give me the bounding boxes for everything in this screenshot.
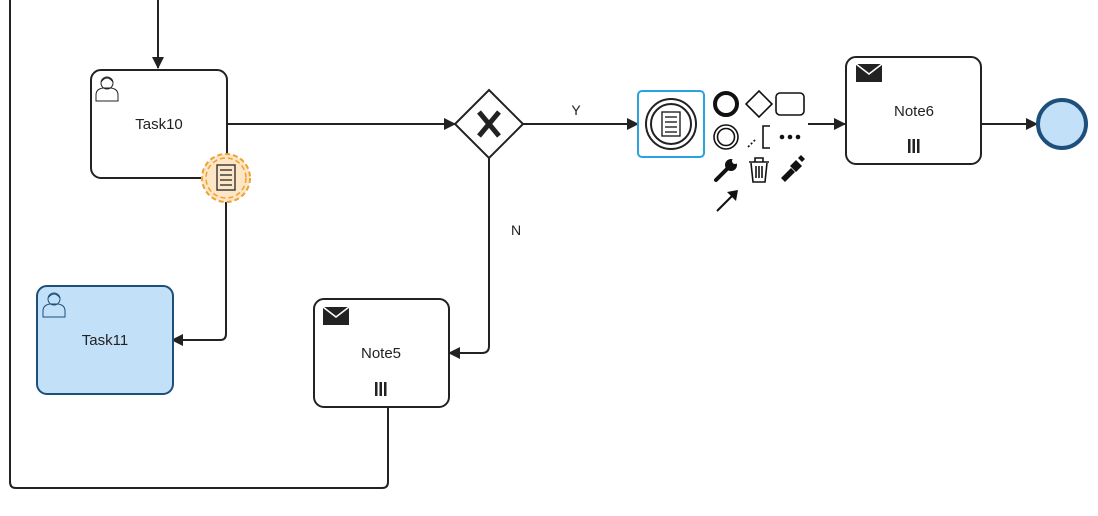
sequence-flows: [9, 0, 1038, 489]
exclusive-gateway[interactable]: [453, 88, 525, 160]
envelope-icon: [855, 63, 883, 82]
user-icon: [42, 292, 66, 318]
append-end-event-icon[interactable]: [711, 91, 741, 119]
task10-label: Task10: [135, 116, 183, 133]
document-icon: [661, 111, 681, 137]
end-event[interactable]: [1036, 98, 1088, 150]
append-gateway-icon[interactable]: [743, 89, 774, 119]
parallel-multi-instance-icon: [375, 382, 387, 396]
intermediate-conditional-event[interactable]: [637, 90, 705, 158]
delete-trash-icon[interactable]: [744, 156, 774, 184]
flow-gateway-note5-n[interactable]: [448, 158, 490, 359]
flow-boundary-task11[interactable]: [171, 202, 227, 346]
note6-label: Note6: [894, 103, 934, 120]
change-type-wrench-icon[interactable]: [711, 156, 741, 184]
parallel-multi-instance-icon: [908, 139, 920, 153]
task10[interactable]: Task10: [90, 69, 228, 179]
document-icon: [216, 164, 236, 191]
x-marker-icon: [477, 110, 501, 138]
more-options-icon[interactable]: [776, 124, 804, 148]
note5[interactable]: Note5: [313, 298, 450, 408]
flow-label-n: N: [511, 222, 521, 238]
flow-note5-loop[interactable]: [9, 0, 389, 489]
note5-label: Note5: [361, 345, 401, 362]
user-icon: [95, 76, 119, 102]
task11-label: Task11: [82, 332, 128, 349]
append-task-icon[interactable]: [775, 92, 805, 116]
context-pad: [711, 89, 806, 214]
append-text-annotation-icon[interactable]: [744, 122, 774, 150]
flow-label-y: Y: [571, 102, 581, 118]
append-intermediate-event-icon[interactable]: [711, 122, 741, 150]
connect-arrow-icon[interactable]: [711, 186, 741, 214]
set-color-paintbrush-icon[interactable]: [776, 154, 806, 184]
note6[interactable]: Note6: [845, 56, 982, 165]
envelope-icon: [322, 306, 350, 325]
task11[interactable]: Task11: [36, 285, 174, 395]
boundary-conditional-event[interactable]: [201, 153, 251, 203]
